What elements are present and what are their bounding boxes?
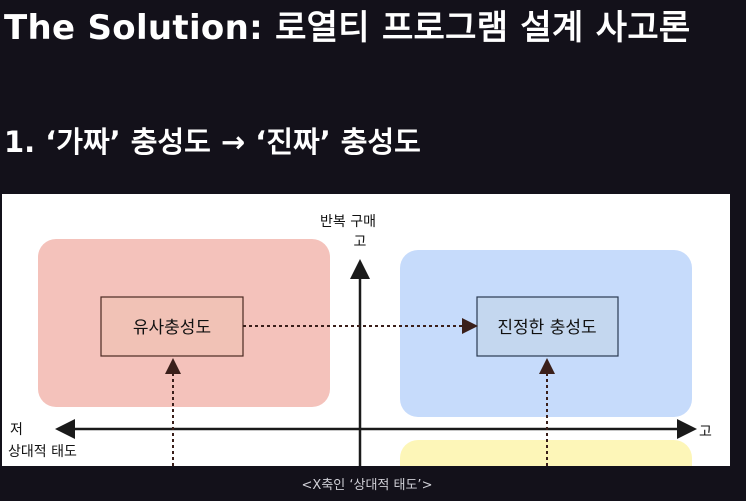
- x-axis-high-label: 고: [699, 424, 712, 440]
- box-true-loyalty-label: 진정한 충성도: [497, 318, 596, 338]
- loyalty-diagram: 반복 구매 고 저 상대적 태도 고 유사충성도 진정한 충성도: [2, 194, 730, 466]
- box-true-loyalty: [476, 296, 619, 357]
- box-pseudo-loyalty: [100, 296, 244, 357]
- box-pseudo-loyalty-label: 유사충성도: [133, 318, 211, 338]
- loyalty-diagram-svg: 반복 구매 고 저 상대적 태도 고 유사충성도 진정한 충성도: [8, 214, 712, 466]
- slide-title: The Solution: 로열티 프로그램 설계 사고론: [4, 8, 691, 48]
- x-axis-label: 상대적 태도: [8, 444, 77, 460]
- x-axis-low-label: 저: [10, 422, 23, 438]
- y-axis-high-label: 고: [354, 234, 367, 250]
- figure-caption: <X축인 ‘상대적 태도’>: [301, 478, 433, 493]
- y-axis-label: 반복 구매: [320, 214, 376, 230]
- slide-subtitle: 1. ‘가짜’ 충성도 → ‘진짜’ 충성도: [4, 125, 421, 159]
